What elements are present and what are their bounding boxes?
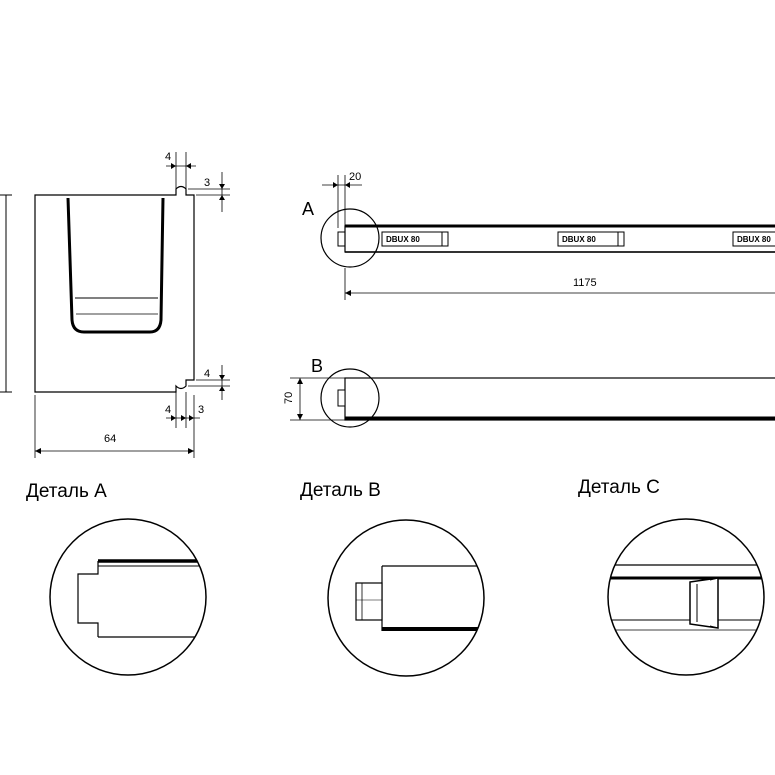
detail-a-label: Деталь A xyxy=(26,481,107,502)
dim-bottom-right-groove: 3 xyxy=(198,404,204,416)
marking-plate-2: DBUX 80 xyxy=(557,231,625,247)
marking-text-3: DBUX 80 xyxy=(737,235,771,244)
dim-bottom-left-groove: 4 xyxy=(165,404,171,416)
marking-plate-1: DBUX 80 xyxy=(381,231,449,247)
inner-channel xyxy=(66,197,165,334)
dim-width: 64 xyxy=(104,433,116,445)
callout-circle-b xyxy=(320,368,380,428)
dim-top-groove-depth: 3 xyxy=(204,177,210,189)
marking-text-2: DBUX 80 xyxy=(562,235,596,244)
top-view: DBUX 80 DBUX 80 DBUX 80 A 20 1175 xyxy=(302,171,775,300)
marking-plate-3: DBUX 80 xyxy=(732,231,775,247)
marking-text-1: DBUX 80 xyxy=(386,235,420,244)
dim-height: 70 xyxy=(283,392,295,404)
detail-b xyxy=(327,519,485,677)
dim-bottom-groove-depth: 4 xyxy=(204,368,210,380)
dim-length: 1175 xyxy=(573,277,597,289)
side-view: B 70 xyxy=(283,356,775,428)
callout-circle-a xyxy=(320,208,380,268)
callout-label-a: A xyxy=(302,199,314,219)
dim-top-groove-width: 4 xyxy=(165,151,171,163)
detail-a xyxy=(49,518,207,676)
cross-section-view: 4 3 4 4 3 64 xyxy=(0,151,230,458)
detail-b-label: Деталь B xyxy=(300,480,381,501)
callout-label-b: B xyxy=(311,356,323,376)
section-outline xyxy=(34,185,195,393)
dim-end-offset: 20 xyxy=(349,171,361,183)
detail-c xyxy=(607,518,765,676)
detail-c-label: Деталь C xyxy=(578,477,660,498)
